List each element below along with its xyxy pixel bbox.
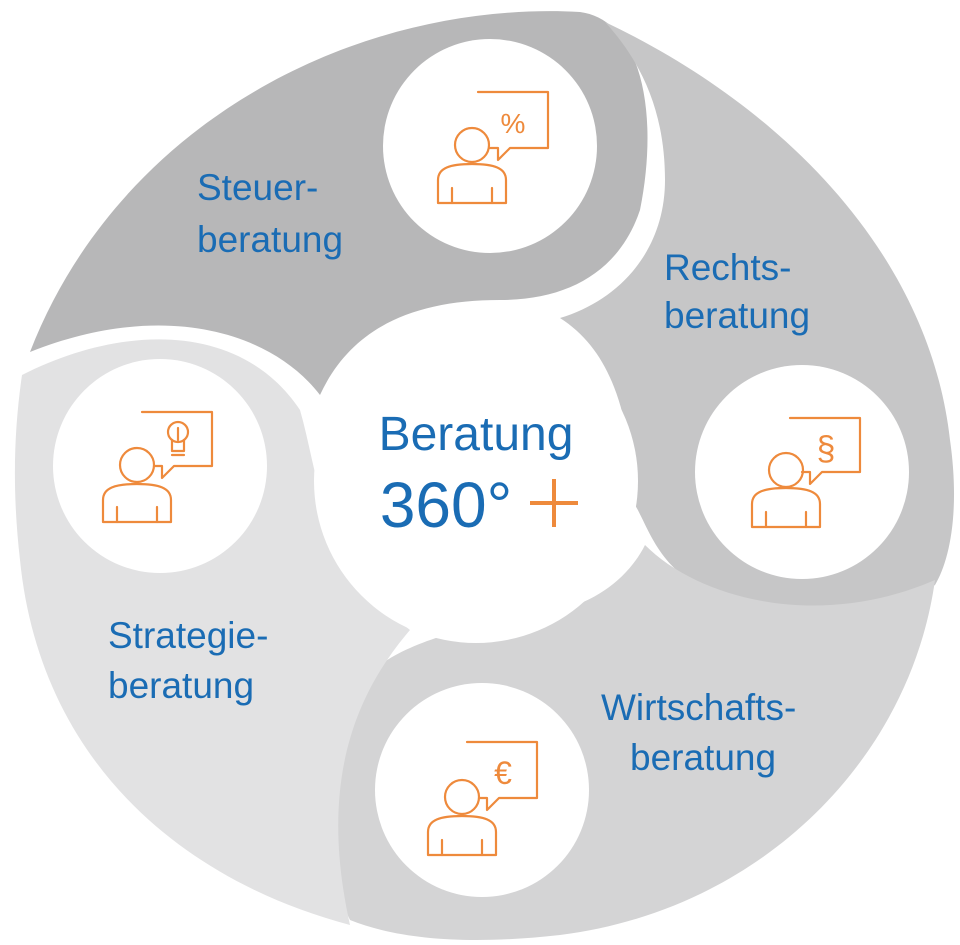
center-circle — [314, 319, 638, 643]
label-wirtschaft-line1: Wirtschafts- — [601, 687, 796, 728]
label-wirtschaft-line2: beratung — [630, 737, 776, 778]
label-rechts-line1: Rechts- — [664, 247, 791, 288]
center-number: 360° — [380, 469, 512, 541]
paragraph-speech-person-icon: § — [750, 416, 862, 529]
euro-glyph: € — [494, 755, 512, 791]
lightbulb-speech-person-icon — [101, 410, 214, 524]
label-steuer-line2: beratung — [197, 219, 343, 260]
percent-glyph: % — [501, 108, 526, 139]
label-strategie-line1: Strategie- — [108, 615, 268, 656]
label-rechts-line2: beratung — [664, 295, 810, 336]
label-steuer-line1: Steuer- — [197, 167, 318, 208]
center-title: Beratung — [379, 408, 574, 461]
orange-plus-icon — [530, 479, 578, 527]
paragraph-glyph: § — [817, 430, 836, 468]
label-strategie-line2: beratung — [108, 665, 254, 706]
percent-speech-person-icon: % — [436, 90, 550, 205]
euro-speech-person-icon: € — [426, 740, 539, 857]
lightbulb-glyph — [166, 420, 190, 457]
icon-circle-wirtschaft — [375, 683, 589, 897]
